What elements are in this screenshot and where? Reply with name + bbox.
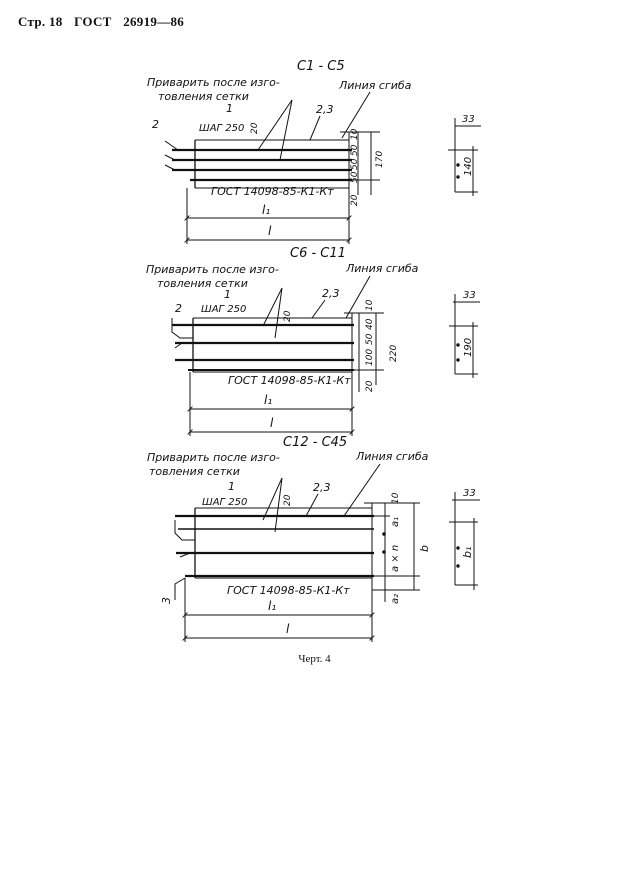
gost-ref: ГОСТ 14098-85-К1-Кт xyxy=(211,185,334,198)
weld-note-line1: Приварить после изго- xyxy=(147,76,280,89)
profile-dim-33: 33 xyxy=(463,290,476,301)
dim-20-bottom: 20 xyxy=(365,380,375,392)
mark-2-3: 2,3 xyxy=(316,103,334,116)
profile-dim-33: 33 xyxy=(463,488,476,499)
dim-l: l xyxy=(270,416,274,430)
page-header: Стр. 18 ГОСТ 26919—86 xyxy=(18,14,192,30)
section-c6-c11: С6 - С11 Приварить после изго- товления … xyxy=(146,246,480,436)
figure-caption: Черт. 4 xyxy=(298,653,331,665)
profile-dim-190: 190 xyxy=(463,338,474,357)
weld-note-line2: товления сетки xyxy=(157,277,248,290)
dim-a-x-n: a × n xyxy=(390,545,401,572)
dim-40: 40 xyxy=(365,318,375,330)
dim-10: 10 xyxy=(391,492,401,504)
section-title: С6 - С11 xyxy=(290,246,346,261)
gost-label: ГОСТ xyxy=(74,14,112,29)
section-title: С12 - С45 xyxy=(283,435,347,450)
mark-1: 1 xyxy=(226,102,233,115)
mark-1: 1 xyxy=(224,288,231,301)
dim-20-bottom: 20 xyxy=(350,194,360,206)
left-mark: 3 xyxy=(160,597,173,604)
dim-l: l xyxy=(286,622,290,636)
dim-a2: a₂ xyxy=(390,594,401,604)
doc-number: 26919—86 xyxy=(123,14,185,29)
dim-220: 220 xyxy=(389,345,399,362)
bend-line-label: Линия сгиба xyxy=(338,79,412,92)
dim-l1: l₁ xyxy=(264,393,272,407)
profile-dim-b1: b₁ xyxy=(461,547,474,558)
bend-line-label: Линия сгиба xyxy=(345,262,419,275)
weld-note-line2: товления сетки xyxy=(149,465,240,478)
section-title: С1 - С5 xyxy=(297,59,345,74)
dim-b: b xyxy=(418,545,431,552)
dim-20-top: 20 xyxy=(250,122,260,134)
dim-50c: 50 xyxy=(350,171,360,183)
dim-50: 50 xyxy=(365,333,375,345)
profile-dim-33: 33 xyxy=(462,114,475,125)
section-c1-c5: С1 - С5 Приварить после изго- товления с… xyxy=(147,59,481,244)
section-c12-c45: С12 - С45 Приварить после изго- товления… xyxy=(147,435,480,642)
profile-dim-140: 140 xyxy=(463,157,474,176)
dim-l1: l₁ xyxy=(268,599,276,613)
gost-ref: ГОСТ 14098-85-К1-Кт xyxy=(227,584,350,597)
mark-1: 1 xyxy=(228,480,235,493)
step-label: ШАГ 250 xyxy=(199,123,244,134)
dim-10: 10 xyxy=(350,128,360,140)
bend-line-label: Линия сгиба xyxy=(355,450,429,463)
weld-note-line2: товления сетки xyxy=(158,90,249,103)
dim-20-top: 20 xyxy=(283,494,293,506)
weld-note-line1: Приварить после изго- xyxy=(147,451,280,464)
dim-170: 170 xyxy=(375,151,385,168)
dim-a1: a₁ xyxy=(390,517,401,527)
weld-note-line1: Приварить после изго- xyxy=(146,263,279,276)
step-label: ШАГ 250 xyxy=(201,304,246,315)
step-label: ШАГ 250 xyxy=(202,497,247,508)
gost-ref: ГОСТ 14098-85-К1-Кт xyxy=(228,374,351,387)
dim-10: 10 xyxy=(365,299,375,311)
mark-2-3: 2,3 xyxy=(313,481,331,494)
mark-2-3: 2,3 xyxy=(322,287,340,300)
left-mark: 2 xyxy=(152,118,159,131)
dim-50a: 50 xyxy=(350,144,360,156)
dim-l: l xyxy=(268,224,272,238)
dim-50b: 50 xyxy=(350,158,360,170)
left-mark: 2 xyxy=(175,302,182,315)
dim-20-top: 20 xyxy=(283,310,293,322)
page-number: Стр. 18 xyxy=(18,14,63,29)
dim-100: 100 xyxy=(365,349,375,366)
dim-l1: l₁ xyxy=(262,203,270,217)
